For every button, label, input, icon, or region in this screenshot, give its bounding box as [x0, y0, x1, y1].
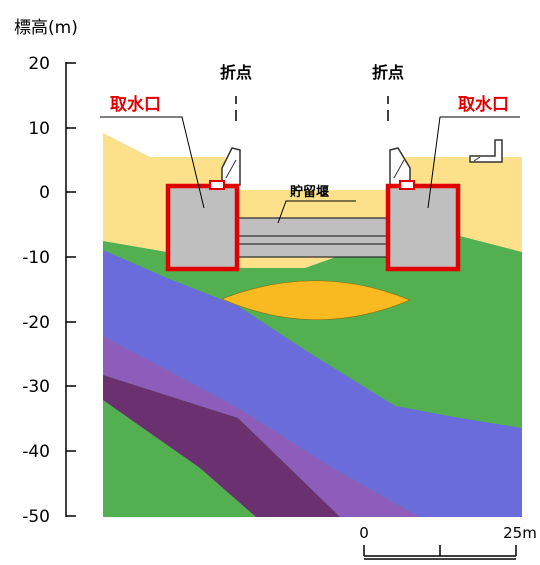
- annotations: 折点 折点 取水口 取水口 貯留堰: [110, 63, 509, 200]
- y-tick-label: -50: [22, 507, 50, 527]
- seawall-structures: [221, 139, 503, 186]
- bend-point-label-left: 折点: [220, 63, 252, 82]
- y-axis: 標高(m) 20 10 0 -10 -20 -30 -40 -50: [14, 18, 78, 527]
- storage-weir-label: 貯留堰: [290, 184, 329, 200]
- y-axis-title: 標高(m): [14, 18, 78, 38]
- seawall-left: [221, 147, 241, 186]
- scale-bar: 0 25m: [359, 524, 537, 560]
- intake-label-left: 取水口: [110, 94, 161, 115]
- y-tick-label: -40: [22, 442, 50, 462]
- dark-purple-layer: [103, 375, 340, 517]
- bend-point-lines: [235, 96, 389, 121]
- y-tick-label: 0: [39, 183, 50, 203]
- parapet-right: [469, 139, 503, 163]
- y-tick-label: 20: [28, 54, 50, 74]
- intake-right: [385, 183, 461, 272]
- y-tick-label: -10: [22, 248, 50, 268]
- blue-layer: [103, 250, 522, 517]
- intake-structures: [165, 180, 461, 272]
- purple-layer: [103, 336, 420, 517]
- orange-lens: [221, 280, 411, 320]
- scale-end-label: 25m: [503, 524, 537, 542]
- intake-label-right: 取水口: [458, 94, 509, 115]
- intake-left: [165, 183, 240, 272]
- scale-start-label: 0: [359, 524, 369, 542]
- bend-point-label-right: 折点: [372, 63, 404, 82]
- y-tick-label: -30: [22, 377, 50, 397]
- leader-lines: [100, 116, 520, 224]
- y-tick-label: 10: [28, 119, 50, 139]
- y-tick-label: -20: [22, 313, 50, 333]
- storage-weir: [235, 217, 389, 258]
